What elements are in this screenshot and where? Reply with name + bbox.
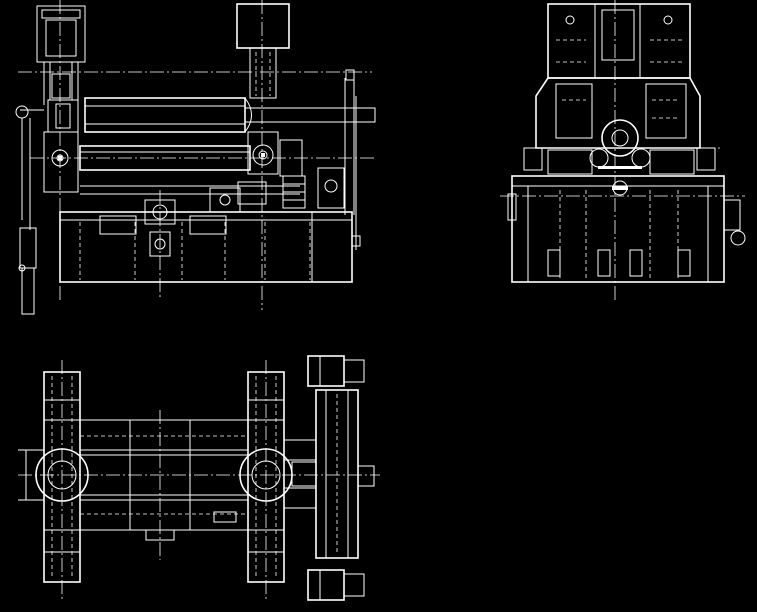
detail-marks <box>58 153 642 190</box>
front-elevation-view <box>15 0 376 315</box>
side-elevation-view <box>500 0 746 300</box>
plan-view <box>18 355 380 601</box>
